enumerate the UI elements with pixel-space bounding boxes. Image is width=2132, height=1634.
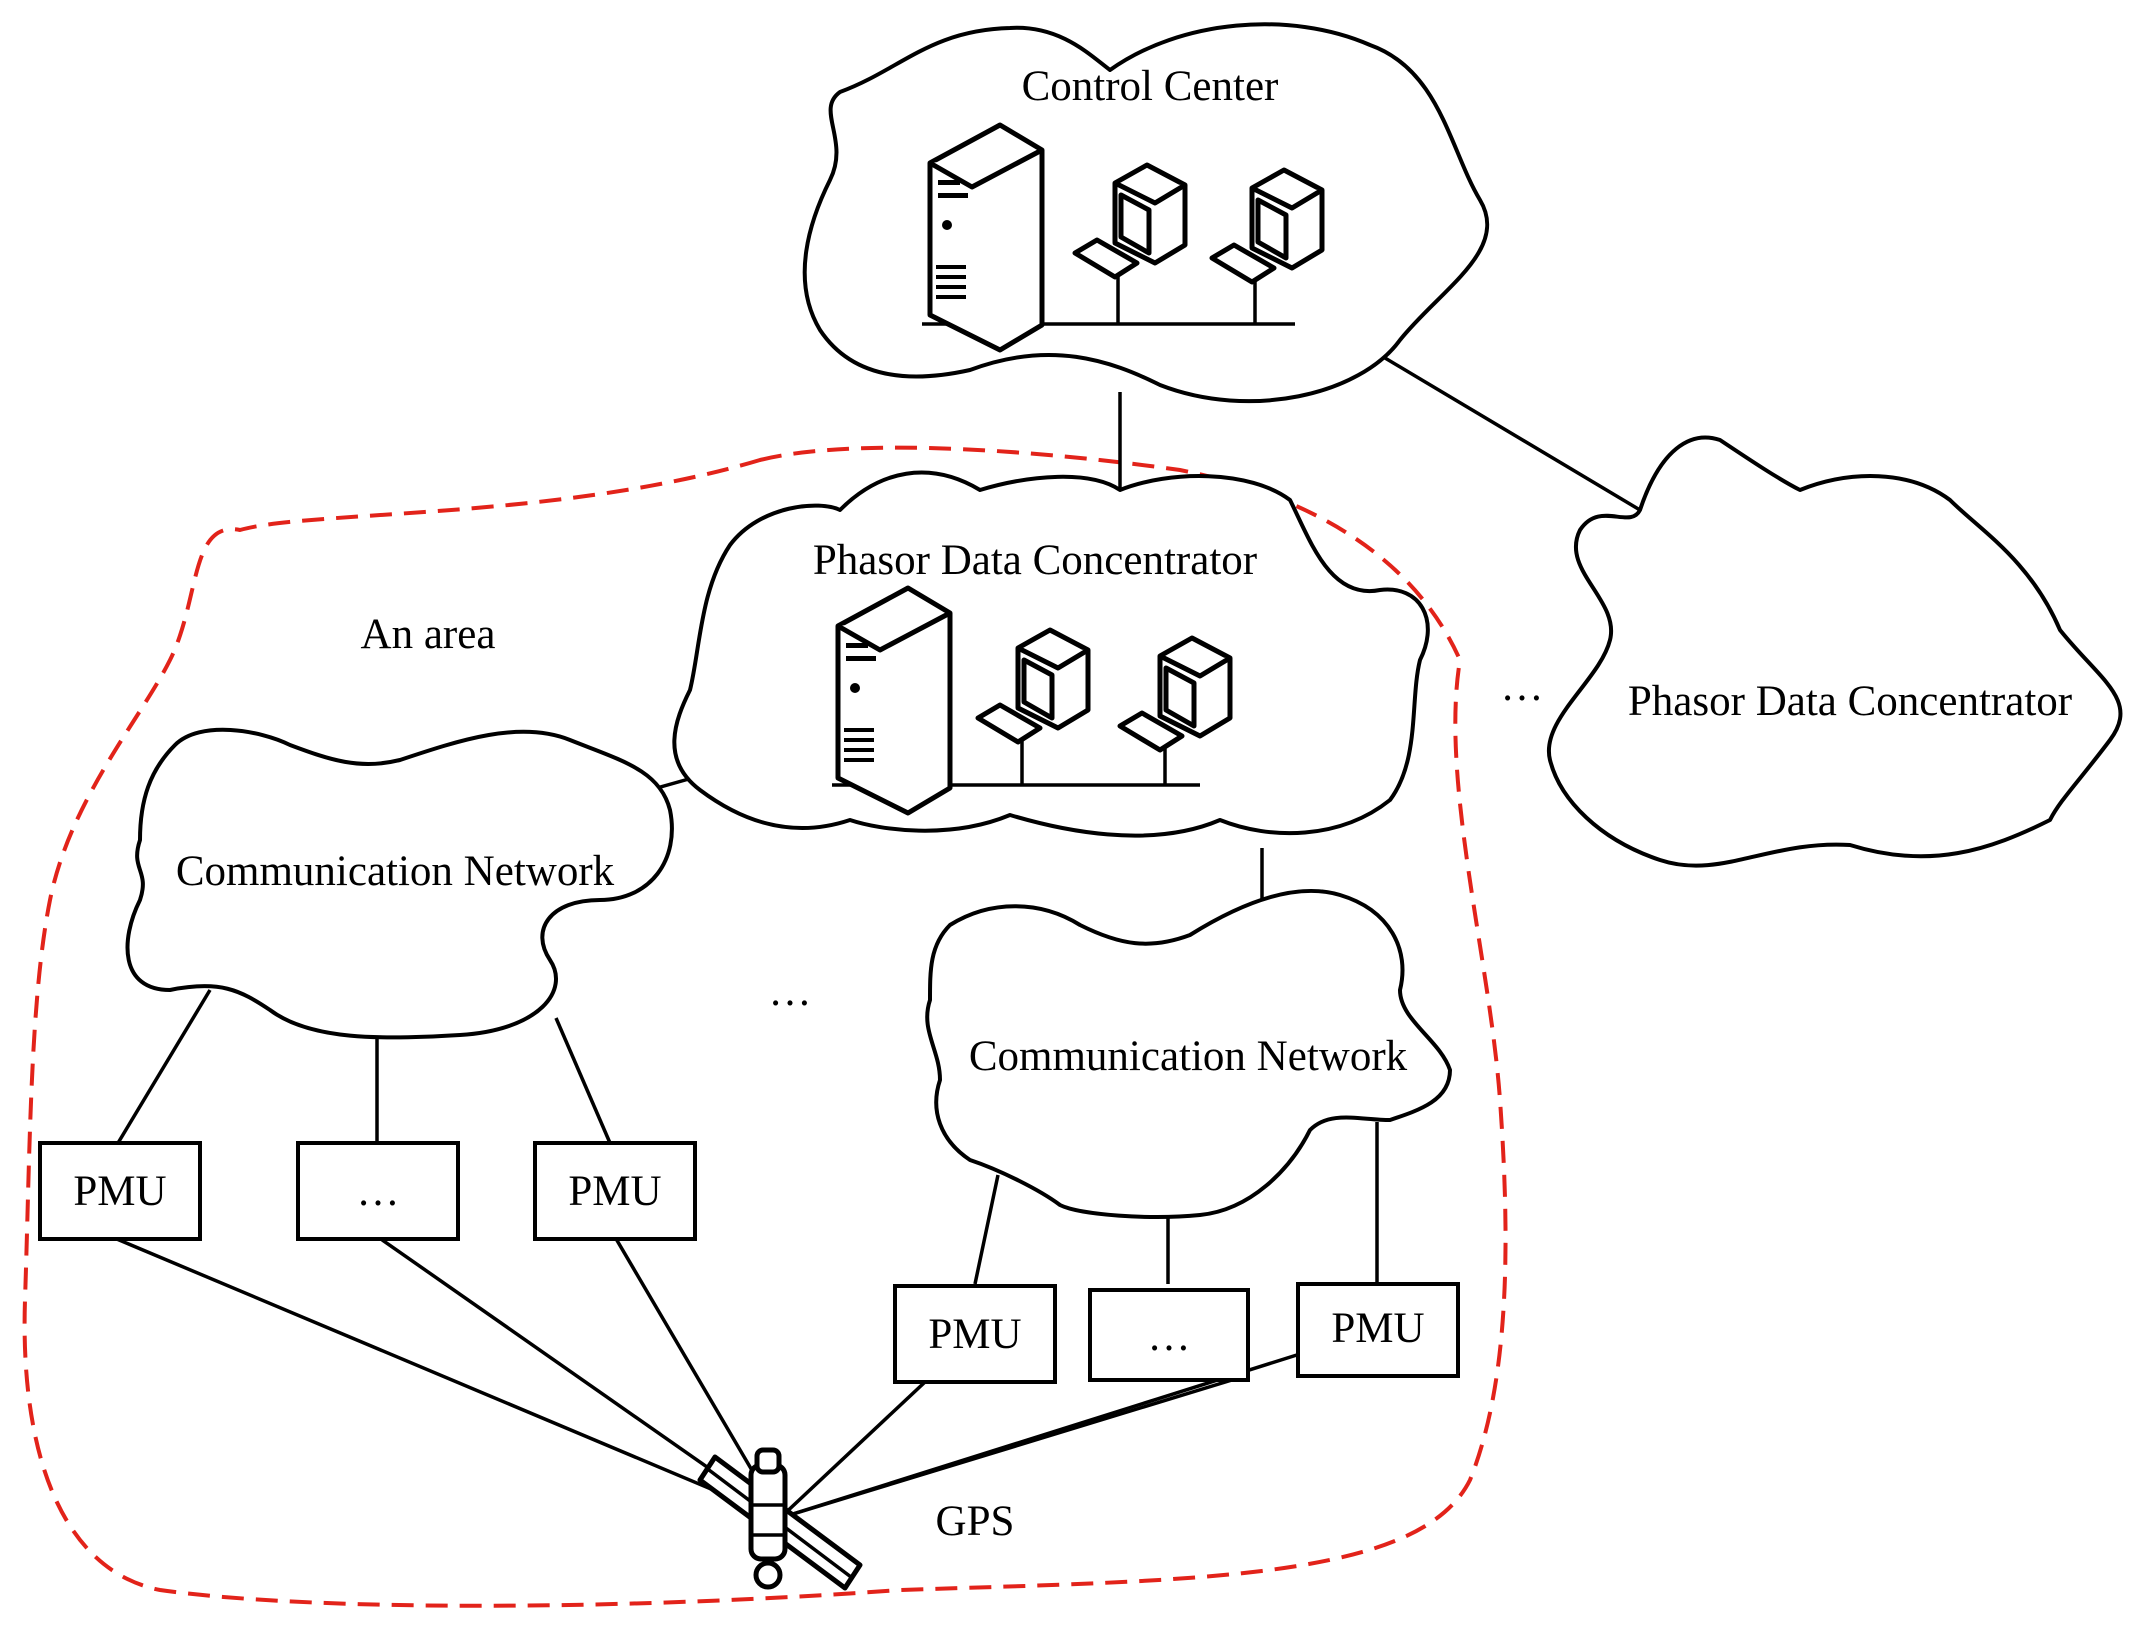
server-icon <box>927 122 1045 353</box>
control-center-label: Control Center <box>1022 63 1279 110</box>
pdc-other-label: Phasor Data Concentrator <box>1628 678 2072 725</box>
area-boundary <box>22 445 1508 1608</box>
workstation-icon <box>1117 635 1233 753</box>
pmu-group-left: PMU … PMU <box>38 1141 697 1241</box>
pmu-box-label: PMU <box>1331 1305 1424 1352</box>
workstation-icon <box>1072 162 1188 280</box>
network-ellipsis: … <box>769 968 812 1015</box>
pmu-placeholder-box <box>296 1141 460 1241</box>
satellite-icon <box>697 1447 863 1591</box>
link-control-to-pdc-other <box>1379 353 1641 512</box>
workstation-icon <box>1209 167 1325 285</box>
pmu-placeholder-label: … <box>357 1168 400 1215</box>
pmu-placeholder-label: … <box>1148 1313 1191 1360</box>
comm-network-right-label: Communication Network <box>969 1033 1408 1080</box>
area-label: An area <box>361 611 496 658</box>
link-net-right-to-pmu1 <box>973 1174 1000 1285</box>
link-gps-pmu1 <box>111 1235 781 1520</box>
pmu-box <box>893 1284 1057 1384</box>
pmu-box-label: PMU <box>568 1168 661 1215</box>
pmu-box <box>1296 1282 1460 1378</box>
link-net-left-to-pmu1 <box>116 989 212 1144</box>
workstation-icon <box>975 627 1091 745</box>
comm-network-left-label: Communication Network <box>176 848 615 895</box>
link-net-left-to-pmu3 <box>554 1017 612 1144</box>
comm-network-right-cloud <box>925 889 1452 1219</box>
pdc-other-cloud <box>1546 435 2123 868</box>
server-icon <box>835 585 953 816</box>
pmu-group-right: PMU … PMU <box>893 1282 1460 1384</box>
pmu-placeholder-box <box>1088 1288 1250 1382</box>
link-gps-pmu4 <box>778 1380 927 1520</box>
control-center-equipment <box>922 122 1325 353</box>
pdc-main-label: Phasor Data Concentrator <box>813 537 1257 584</box>
pdc-equipment <box>832 585 1233 816</box>
gps-label: GPS <box>936 1498 1015 1545</box>
pdc-ellipsis: … <box>1501 663 1544 710</box>
pmu-box <box>533 1141 697 1241</box>
comm-network-left-cloud <box>125 727 674 1040</box>
pmu-box <box>38 1141 202 1241</box>
pmu-box-label: PMU <box>73 1168 166 1215</box>
pmu-box-label: PMU <box>928 1311 1021 1358</box>
